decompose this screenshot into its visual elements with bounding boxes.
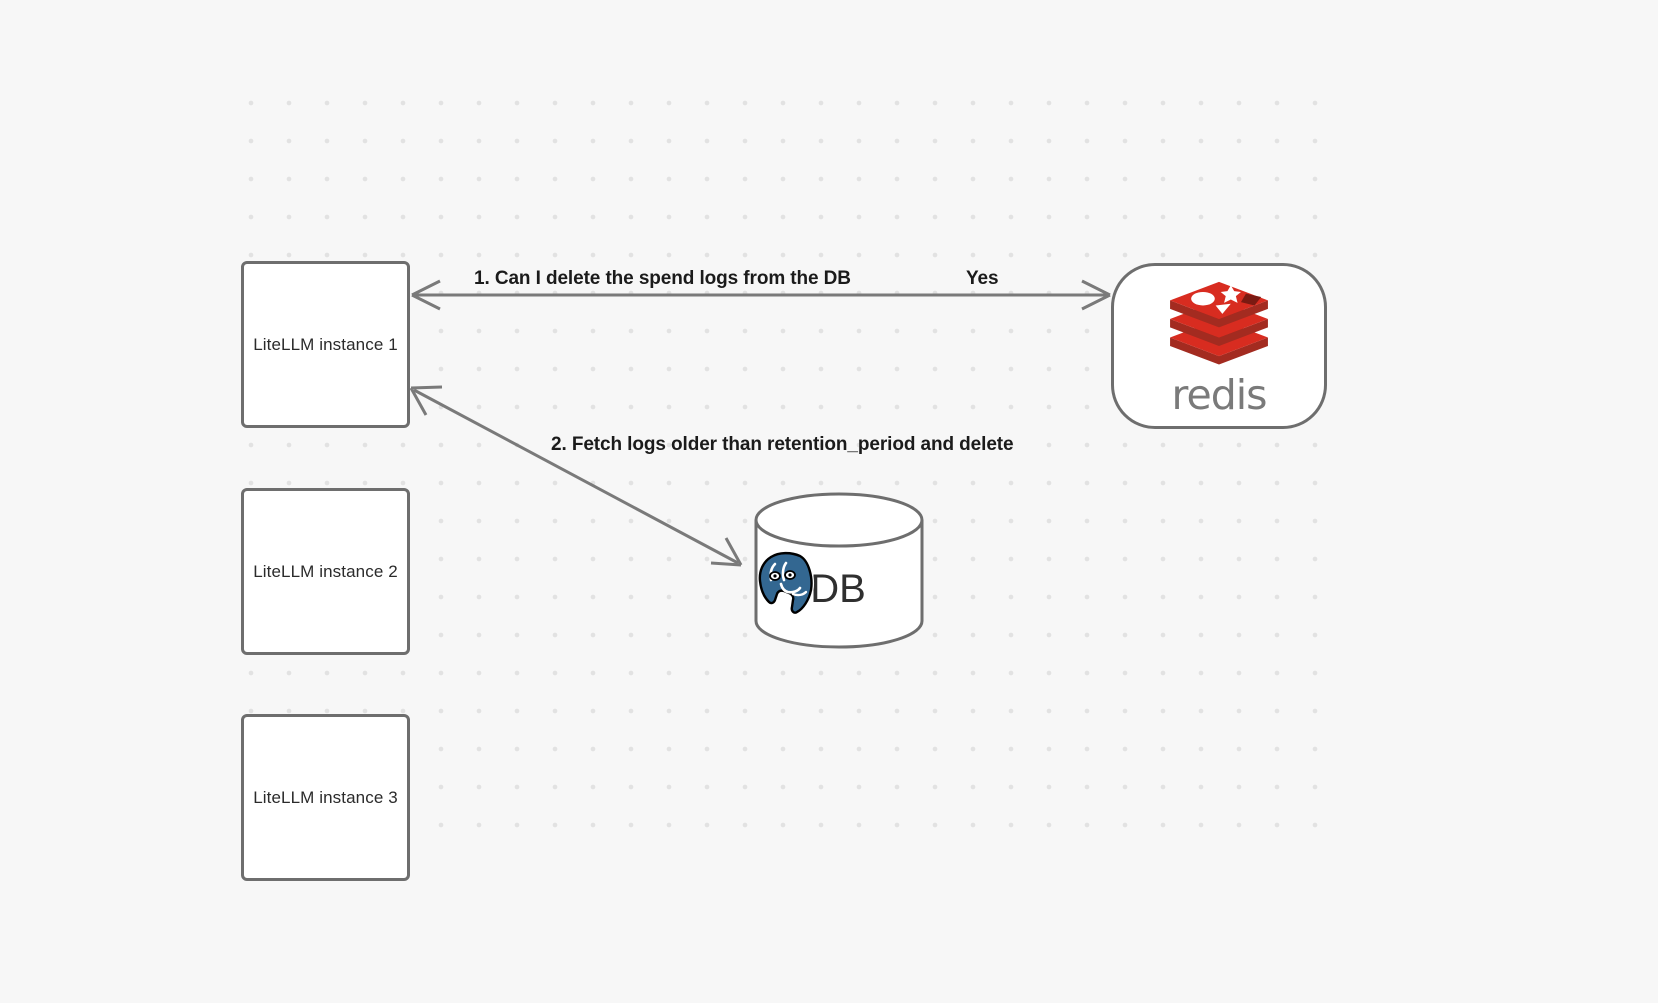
edge-litellm1-redis [411, 279, 1111, 311]
db-logo-group: DB [753, 550, 925, 628]
edge-label-step-2: 2. Fetch logs older than retention_perio… [551, 434, 1014, 455]
cylinder-shape [754, 492, 924, 649]
redis-logo-group: redis [1165, 280, 1273, 416]
node-label: LiteLLM instance 3 [253, 787, 398, 807]
db-label: DB [810, 567, 866, 611]
edge-litellm1-db [409, 385, 743, 567]
node-litellm-instance-1[interactable]: LiteLLM instance 1 [241, 261, 410, 428]
edge-label-yes: Yes [966, 268, 999, 289]
edge-label-step-1: 1. Can I delete the spend logs from the … [474, 268, 851, 289]
node-label: LiteLLM instance 1 [253, 334, 398, 354]
node-postgres-db[interactable]: DB [753, 492, 925, 649]
node-label: LiteLLM instance 2 [253, 561, 398, 581]
node-litellm-instance-2[interactable]: LiteLLM instance 2 [241, 488, 410, 655]
redis-wordmark: redis [1171, 371, 1268, 419]
redis-logo-icon [1165, 280, 1273, 373]
node-redis[interactable]: redis [1111, 263, 1327, 429]
node-litellm-instance-3[interactable]: LiteLLM instance 3 [241, 714, 410, 881]
